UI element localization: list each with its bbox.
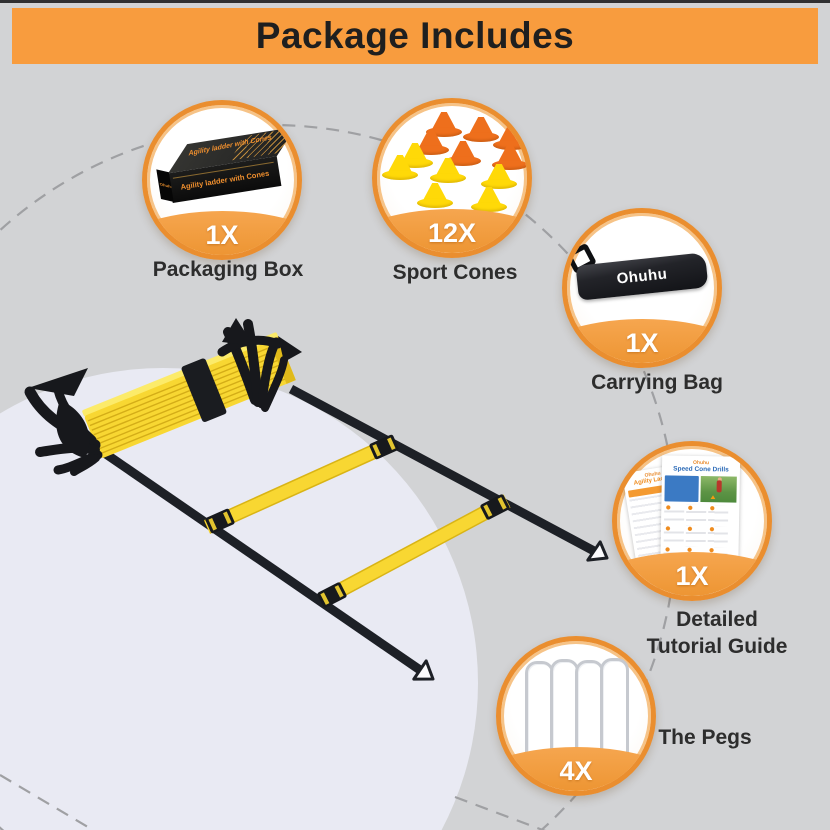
item-label-carrying-bag: Carrying Bag — [591, 371, 723, 394]
box-front-text: Agility ladder with Cones — [179, 168, 270, 192]
cone-icon — [445, 141, 481, 166]
rung-clip — [369, 434, 399, 460]
quantity-badge — [147, 211, 297, 255]
item-circle-sport-cones: 12X — [372, 98, 532, 258]
page-title: Package Includes — [255, 15, 575, 56]
item-label-sport-cones: Sport Cones — [392, 261, 518, 284]
quantity-text: 12X — [427, 218, 477, 248]
header-banner: Package Includes — [12, 8, 818, 64]
drill-cell — [708, 505, 729, 525]
quantity-text: 1X — [675, 561, 709, 591]
cone-icon — [481, 164, 517, 189]
quantity-text: 1X — [625, 328, 659, 358]
drill-cell — [707, 526, 728, 546]
rung-clip — [205, 508, 235, 534]
drill-cell — [664, 504, 685, 524]
sheet-photo — [700, 476, 737, 503]
rail-end-arrow — [412, 659, 435, 681]
item-label-packaging-box: Packaging Box — [152, 258, 304, 281]
photo-person — [716, 480, 722, 493]
top-edge-strip — [0, 0, 830, 3]
sheet-title: Speed Cone Drills — [673, 465, 729, 474]
peg-icon — [600, 658, 629, 761]
drill-cell — [686, 504, 707, 525]
item-circle-pegs: 4X — [496, 636, 656, 796]
ladder-rail-upper — [288, 385, 597, 555]
item-circle-tutorial-guide: Ohuhu Agility Ladder Ohuhu Speed Cone Dr… — [612, 441, 772, 601]
item-label-tutorial-guide: Detailed Tutorial Guide — [647, 606, 788, 660]
item-circle-packaging-box: Agility ladder with Cones Agility ladder… — [142, 100, 302, 260]
rung-clip — [480, 494, 510, 520]
ladder-rung — [318, 494, 511, 607]
cone-icon — [426, 112, 462, 137]
rung-clip — [317, 582, 347, 608]
drill-cell — [685, 525, 706, 546]
quantity-text: 4X — [559, 756, 593, 786]
sheet-intro-box — [664, 475, 699, 502]
quantity-badge — [501, 747, 651, 791]
lavender-backdrop-circle — [0, 368, 478, 830]
cone-icon — [413, 130, 449, 155]
cone-icon — [397, 143, 433, 168]
quantity-badge — [617, 552, 767, 596]
cone-icon — [471, 187, 507, 212]
sheet-hero-row — [664, 475, 737, 503]
agility-ladder — [24, 318, 609, 681]
quantity-badge — [377, 209, 527, 253]
cone-icon — [382, 155, 418, 180]
label-line-2: Tutorial Guide — [646, 635, 788, 658]
photo-cone — [710, 495, 715, 499]
cone-icon — [492, 145, 527, 170]
packaging-box-image: Agility ladder with Cones Agility ladder… — [148, 126, 296, 224]
ladder-rail-lower — [100, 448, 423, 674]
cone-icon — [430, 158, 466, 183]
quantity-badge — [567, 319, 717, 363]
item-label-pegs: The Pegs — [658, 726, 752, 749]
cone-icon — [463, 117, 499, 142]
ladder-rung — [203, 436, 397, 534]
rail-end-arrow — [586, 540, 609, 562]
quantity-text: 1X — [205, 220, 239, 250]
item-circle-carrying-bag: Ohuhu 1X — [562, 208, 722, 368]
strap-bundle — [24, 368, 103, 476]
cone-icon — [417, 183, 453, 208]
strap-bundle — [217, 318, 302, 412]
label-line-1: Detailed — [676, 608, 758, 631]
drill-cell — [663, 525, 684, 545]
